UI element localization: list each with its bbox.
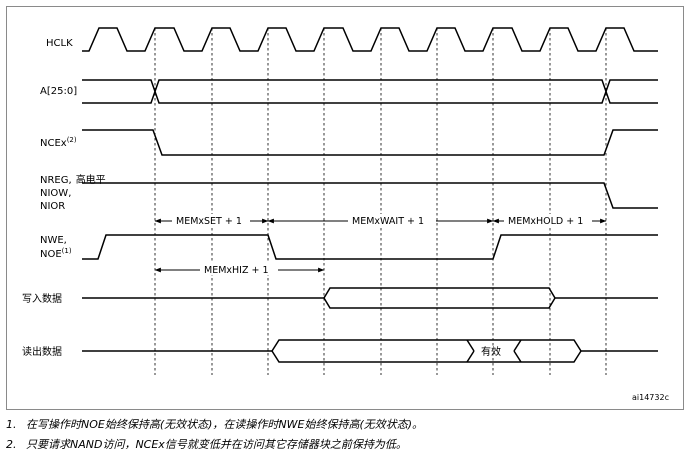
write-data-label: 写入数据 xyxy=(22,292,62,305)
memxhiz-annotation: MEMxHIZ + 1 xyxy=(204,265,269,276)
niow-label: NIOW, xyxy=(40,188,71,199)
ncex-waveform xyxy=(82,129,658,156)
memxset-annotation: MEMxSET + 1 xyxy=(176,216,242,227)
timing-dimension-arrows xyxy=(154,218,607,273)
footnote-1: 1. 在写操作时NOE始终保持高(无效状态)，在读操作时NWE始终保持高(无效状态… xyxy=(6,416,423,432)
hclk-label: HCLK xyxy=(46,38,73,49)
figure-id: ai14732c xyxy=(632,393,669,402)
nior-label: NIOR xyxy=(40,201,65,212)
hclk-waveform xyxy=(82,27,658,52)
address-waveform xyxy=(82,79,658,104)
read-data-waveform xyxy=(82,339,658,363)
memxhold-annotation: MEMxHOLD + 1 xyxy=(508,216,583,227)
footnote-2: 2. 只要请求NAND访问，NCEx信号就变低并在访问其它存储器块之前保持为低。 xyxy=(6,436,407,452)
timing-diagram: HCLK A[25:0] NCEx(2) NREG,高电平 NIOW, NIOR… xyxy=(22,27,669,402)
nwe-label: NWE, xyxy=(40,235,67,246)
nwe-noe-waveform xyxy=(82,234,658,260)
address-label: A[25:0] xyxy=(40,86,77,97)
nreg-label: NREG,高电平 xyxy=(40,173,106,186)
ncex-label: NCEx(2) xyxy=(40,136,77,149)
footnote-2-number: 2. xyxy=(6,438,17,451)
nreg-waveform xyxy=(82,182,658,209)
footnote-2-text: 只要请求NAND访问，NCEx信号就变低并在访问其它存储器块之前保持为低。 xyxy=(26,438,407,451)
write-data-waveform xyxy=(82,287,658,309)
valid-data-label: 有效 xyxy=(481,345,501,358)
noe-label: NOE(1) xyxy=(40,247,72,260)
footnote-1-number: 1. xyxy=(6,418,17,431)
read-data-label: 读出数据 xyxy=(22,345,62,358)
footnote-1-text: 在写操作时NOE始终保持高(无效状态)，在读操作时NWE始终保持高(无效状态)。 xyxy=(26,418,424,431)
diagram-frame xyxy=(6,6,684,410)
memxwait-annotation: MEMxWAIT + 1 xyxy=(352,216,424,227)
